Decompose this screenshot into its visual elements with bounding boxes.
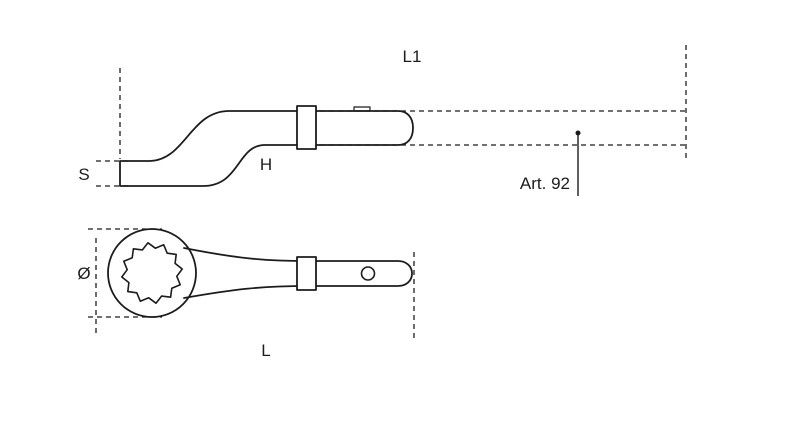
label-l1: L1	[403, 47, 422, 66]
ring-inner-profile	[121, 242, 183, 305]
handle-collar-side	[296, 105, 317, 150]
side-view: L1 S H Art. 92	[78, 45, 687, 196]
wrench-side-profile	[119, 110, 414, 187]
label-h: H	[260, 155, 272, 174]
top-view: Ø L	[77, 228, 415, 360]
handle-collar-top	[296, 256, 317, 291]
label-s: S	[78, 165, 89, 184]
wrench-top-profile	[183, 247, 413, 299]
ring-outer-circle	[107, 228, 197, 318]
handle-detail-notch	[353, 106, 371, 112]
label-diameter: Ø	[77, 264, 90, 283]
handle-hole	[360, 266, 376, 281]
label-l: L	[261, 341, 270, 360]
label-art92: Art. 92	[520, 174, 570, 193]
